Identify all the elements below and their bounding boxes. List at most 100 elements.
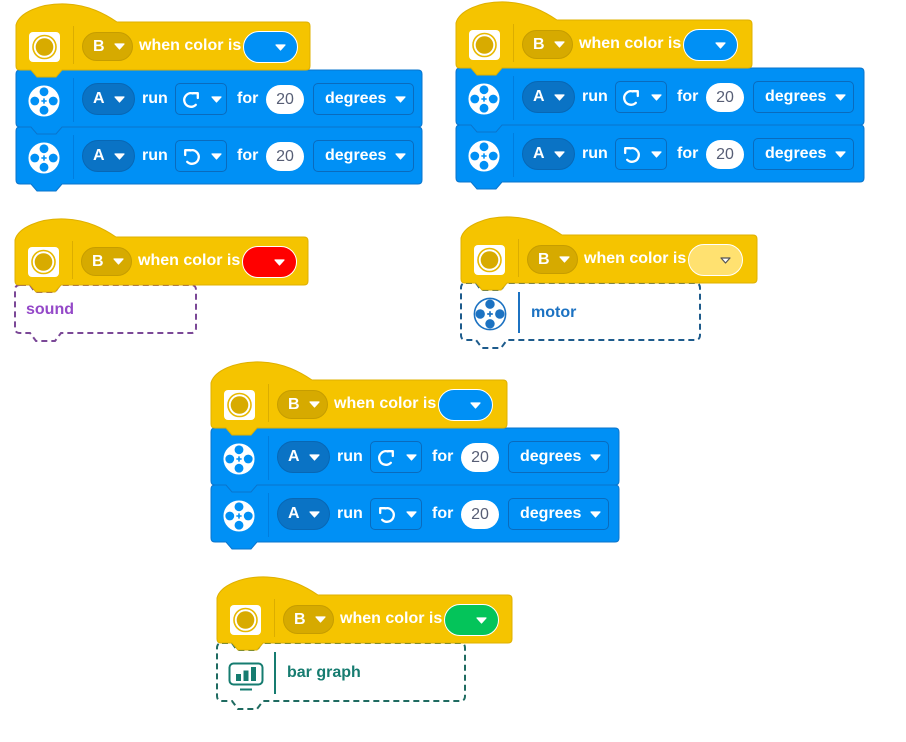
- port-label: A: [93, 90, 105, 107]
- motor-port-dropdown[interactable]: A: [82, 83, 135, 115]
- unit-dropdown[interactable]: degrees: [753, 81, 854, 113]
- dropdown-arrow-icon: [395, 152, 406, 160]
- color-picker-dropdown[interactable]: [683, 29, 738, 61]
- placeholder-block[interactable]: bar graph: [216, 642, 466, 710]
- hat-label: when color is: [584, 250, 687, 267]
- placeholder-label: sound: [26, 301, 74, 318]
- dropdown-arrow-icon: [590, 453, 601, 461]
- for-label: for: [432, 505, 454, 522]
- unit-dropdown[interactable]: degrees: [753, 138, 854, 170]
- color-picker-dropdown[interactable]: [438, 389, 493, 421]
- divider: [268, 493, 269, 537]
- port-label: B: [288, 395, 300, 413]
- color-picker-dropdown[interactable]: [688, 244, 743, 276]
- divider: [73, 135, 74, 179]
- motor-icon: [468, 140, 500, 172]
- dropdown-arrow-icon: [314, 616, 326, 623]
- unit-dropdown[interactable]: degrees: [508, 498, 609, 530]
- bar-graph-icon: [228, 662, 264, 692]
- port-label: A: [288, 448, 300, 465]
- direction-dropdown[interactable]: [615, 81, 667, 113]
- placeholder-label: motor: [531, 304, 577, 321]
- for-label: for: [677, 88, 699, 105]
- hat-label: when color is: [334, 395, 437, 412]
- placeholder-outline: [216, 642, 466, 710]
- clockwise-arrow-icon: [376, 447, 397, 467]
- counterclockwise-arrow-icon: [181, 146, 202, 166]
- placeholder-outline: [14, 284, 197, 342]
- divider: [72, 241, 73, 279]
- hat-label: when color is: [340, 610, 443, 627]
- run-label: run: [337, 448, 363, 465]
- divider: [274, 599, 275, 637]
- motor-port-dropdown[interactable]: A: [277, 441, 330, 473]
- dropdown-arrow-icon: [113, 95, 125, 103]
- color-sensor-icon: [28, 247, 59, 277]
- dropdown-arrow-icon: [211, 95, 222, 103]
- dropdown-arrow-icon: [112, 258, 124, 265]
- dropdown-arrow-icon: [395, 95, 406, 103]
- dropdown-arrow-icon: [590, 510, 601, 518]
- divider: [518, 239, 519, 277]
- amount-input[interactable]: 20: [266, 85, 304, 114]
- run-label: run: [337, 505, 363, 522]
- motor-port-dropdown[interactable]: A: [277, 498, 330, 530]
- amount-input[interactable]: 20: [266, 142, 304, 171]
- amount-input[interactable]: 20: [461, 443, 499, 472]
- color-sensor-icon: [224, 390, 255, 420]
- dropdown-arrow-icon: [553, 93, 565, 101]
- amount-input[interactable]: 20: [706, 83, 744, 112]
- port-label: B: [538, 250, 550, 268]
- unit-dropdown[interactable]: degrees: [313, 83, 414, 115]
- motor-icon: [468, 83, 500, 115]
- direction-dropdown[interactable]: [175, 83, 227, 115]
- motor-port-dropdown[interactable]: A: [522, 81, 575, 113]
- placeholder-block[interactable]: motor: [460, 282, 701, 349]
- for-label: for: [237, 147, 259, 164]
- sensor-port-dropdown[interactable]: B: [82, 32, 133, 61]
- dropdown-arrow-icon: [553, 150, 565, 158]
- motor-port-dropdown[interactable]: A: [82, 140, 135, 172]
- sensor-port-dropdown[interactable]: B: [527, 245, 578, 274]
- direction-dropdown[interactable]: [175, 140, 227, 172]
- color-picker-dropdown[interactable]: [444, 604, 499, 636]
- port-label: B: [294, 610, 306, 628]
- direction-dropdown[interactable]: [370, 441, 422, 473]
- sensor-port-dropdown[interactable]: B: [522, 30, 573, 59]
- color-sensor-icon: [29, 32, 60, 62]
- sensor-port-dropdown[interactable]: B: [283, 605, 334, 634]
- port-label: A: [533, 88, 545, 105]
- sensor-port-dropdown[interactable]: B: [277, 390, 328, 419]
- dropdown-arrow-icon: [470, 401, 481, 409]
- divider: [513, 24, 514, 62]
- direction-dropdown[interactable]: [370, 498, 422, 530]
- motor-icon: [473, 297, 507, 331]
- direction-dropdown[interactable]: [615, 138, 667, 170]
- placeholder-block[interactable]: sound: [14, 284, 197, 342]
- color-picker-dropdown[interactable]: [243, 31, 298, 63]
- amount-input[interactable]: 20: [706, 140, 744, 169]
- unit-dropdown[interactable]: degrees: [313, 140, 414, 172]
- run-label: run: [582, 145, 608, 162]
- amount-input[interactable]: 20: [461, 500, 499, 529]
- unit-dropdown[interactable]: degrees: [508, 441, 609, 473]
- hat-label: when color is: [138, 252, 241, 269]
- motor-port-dropdown[interactable]: A: [522, 138, 575, 170]
- color-sensor-icon: [474, 245, 505, 275]
- clockwise-arrow-icon: [181, 89, 202, 109]
- color-picker-dropdown[interactable]: [242, 246, 297, 278]
- dropdown-arrow-icon: [835, 93, 846, 101]
- sensor-port-dropdown[interactable]: B: [81, 247, 132, 276]
